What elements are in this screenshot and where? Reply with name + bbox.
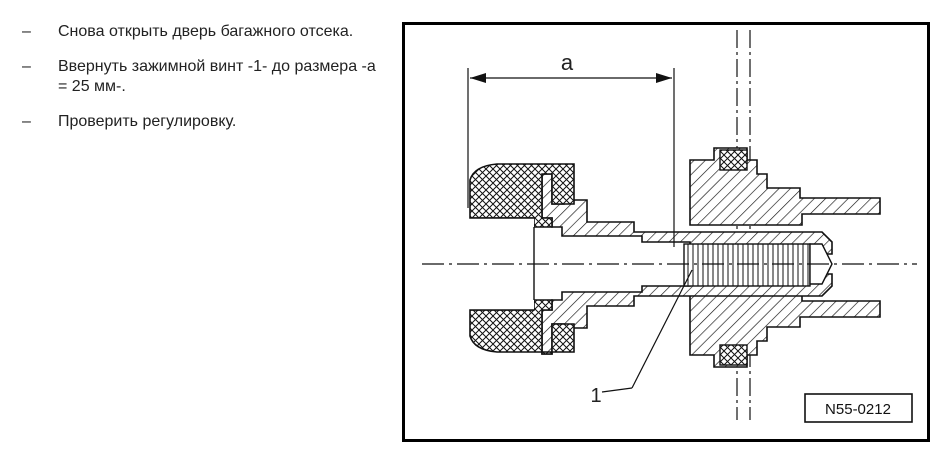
callout-leader [601, 269, 693, 393]
instruction-list: – Снова открыть дверь багажного отсека. … [22, 22, 382, 147]
figure-code-box [804, 393, 913, 423]
callout-label: 1 [590, 385, 601, 407]
technical-drawing: a 1 N55-0212 [402, 22, 930, 442]
instruction-text: Ввернуть зажимной винт -1- до размера -а… [58, 58, 376, 95]
list-bullet: – [22, 113, 31, 130]
adjusting-knob [469, 163, 575, 355]
instruction-item: – Снова открыть дверь багажного отсека. [22, 22, 382, 42]
dimension-label: a [561, 50, 574, 75]
drawing-canvas: a 1 N55-0212 [402, 22, 930, 442]
figure-code: N55-0212 [825, 401, 891, 418]
list-bullet: – [22, 23, 31, 40]
dimension-a [467, 68, 675, 247]
instruction-text: Проверить регулировку. [58, 113, 237, 130]
instruction-text: Снова открыть дверь багажного отсека. [58, 23, 354, 40]
list-bullet: – [22, 58, 31, 75]
body-panel [689, 147, 881, 368]
instruction-item: – Ввернуть зажимной винт -1- до размера … [22, 57, 382, 97]
bolt-body [541, 173, 833, 355]
instruction-item: – Проверить регулировку. [22, 112, 382, 132]
